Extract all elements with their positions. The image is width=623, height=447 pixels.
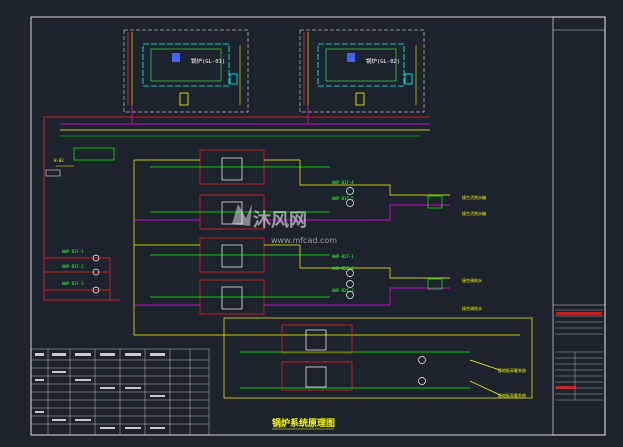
title-block [552,16,606,436]
pump-r-4-label: HWP-B2F-2 [332,266,354,271]
floor-heating-loop [223,317,533,399]
right-pump-loops [299,160,450,306]
bottom-note-1: 接地板采暖系统 [498,367,526,373]
boiler-unit-2: 锅炉(GL-02) [299,29,425,113]
pump-r-2-label: HWP-B1F-5 [332,196,354,201]
right-note-2: 接生活热水箱 [462,210,486,216]
pump-r-5-label: HWP-B2F-3 [332,288,354,293]
legend-table [30,348,210,436]
left-pump-loops [44,254,111,300]
right-note-1: 接生活热水箱 [462,194,486,200]
title-block-rows [555,309,603,401]
legend-table-text [35,353,165,429]
main-headers [43,105,520,336]
pump-l-3-label: HWP-B1F-3 [62,281,84,286]
right-note-4: 接空调热水 [462,305,482,311]
drawing-title: 锅炉系统原理图 [271,417,335,429]
expansion-tank: H-02 [45,147,115,177]
pump-l-2-label: HWP-B1F-2 [62,264,84,269]
watermark-url: www.mfcad.com [271,236,337,245]
bottom-note-2: 接地板采暖系统 [498,392,526,398]
watermark-logo-icon [232,204,252,226]
pump-r-3-label: HWP-B2F-1 [332,254,354,259]
watermark: 沐风网 www.mfcad.com [232,204,337,245]
pump-l-1-label: HWP-B1F-1 [62,249,84,254]
boiler-unit-1: 锅炉(GL-01) [123,29,249,113]
pump-r-1-label: HWP-B1F-4 [332,180,354,185]
right-note-3: 接空调热水 [462,277,482,283]
heat-exchanger-group [134,149,330,315]
boiler-1-label: 锅炉(GL-01) [191,57,225,65]
boiler-2-label: 锅炉(GL-02) [366,57,400,65]
watermark-brand: 沐风网 [253,209,307,231]
tank-label: H-02 [54,158,64,163]
